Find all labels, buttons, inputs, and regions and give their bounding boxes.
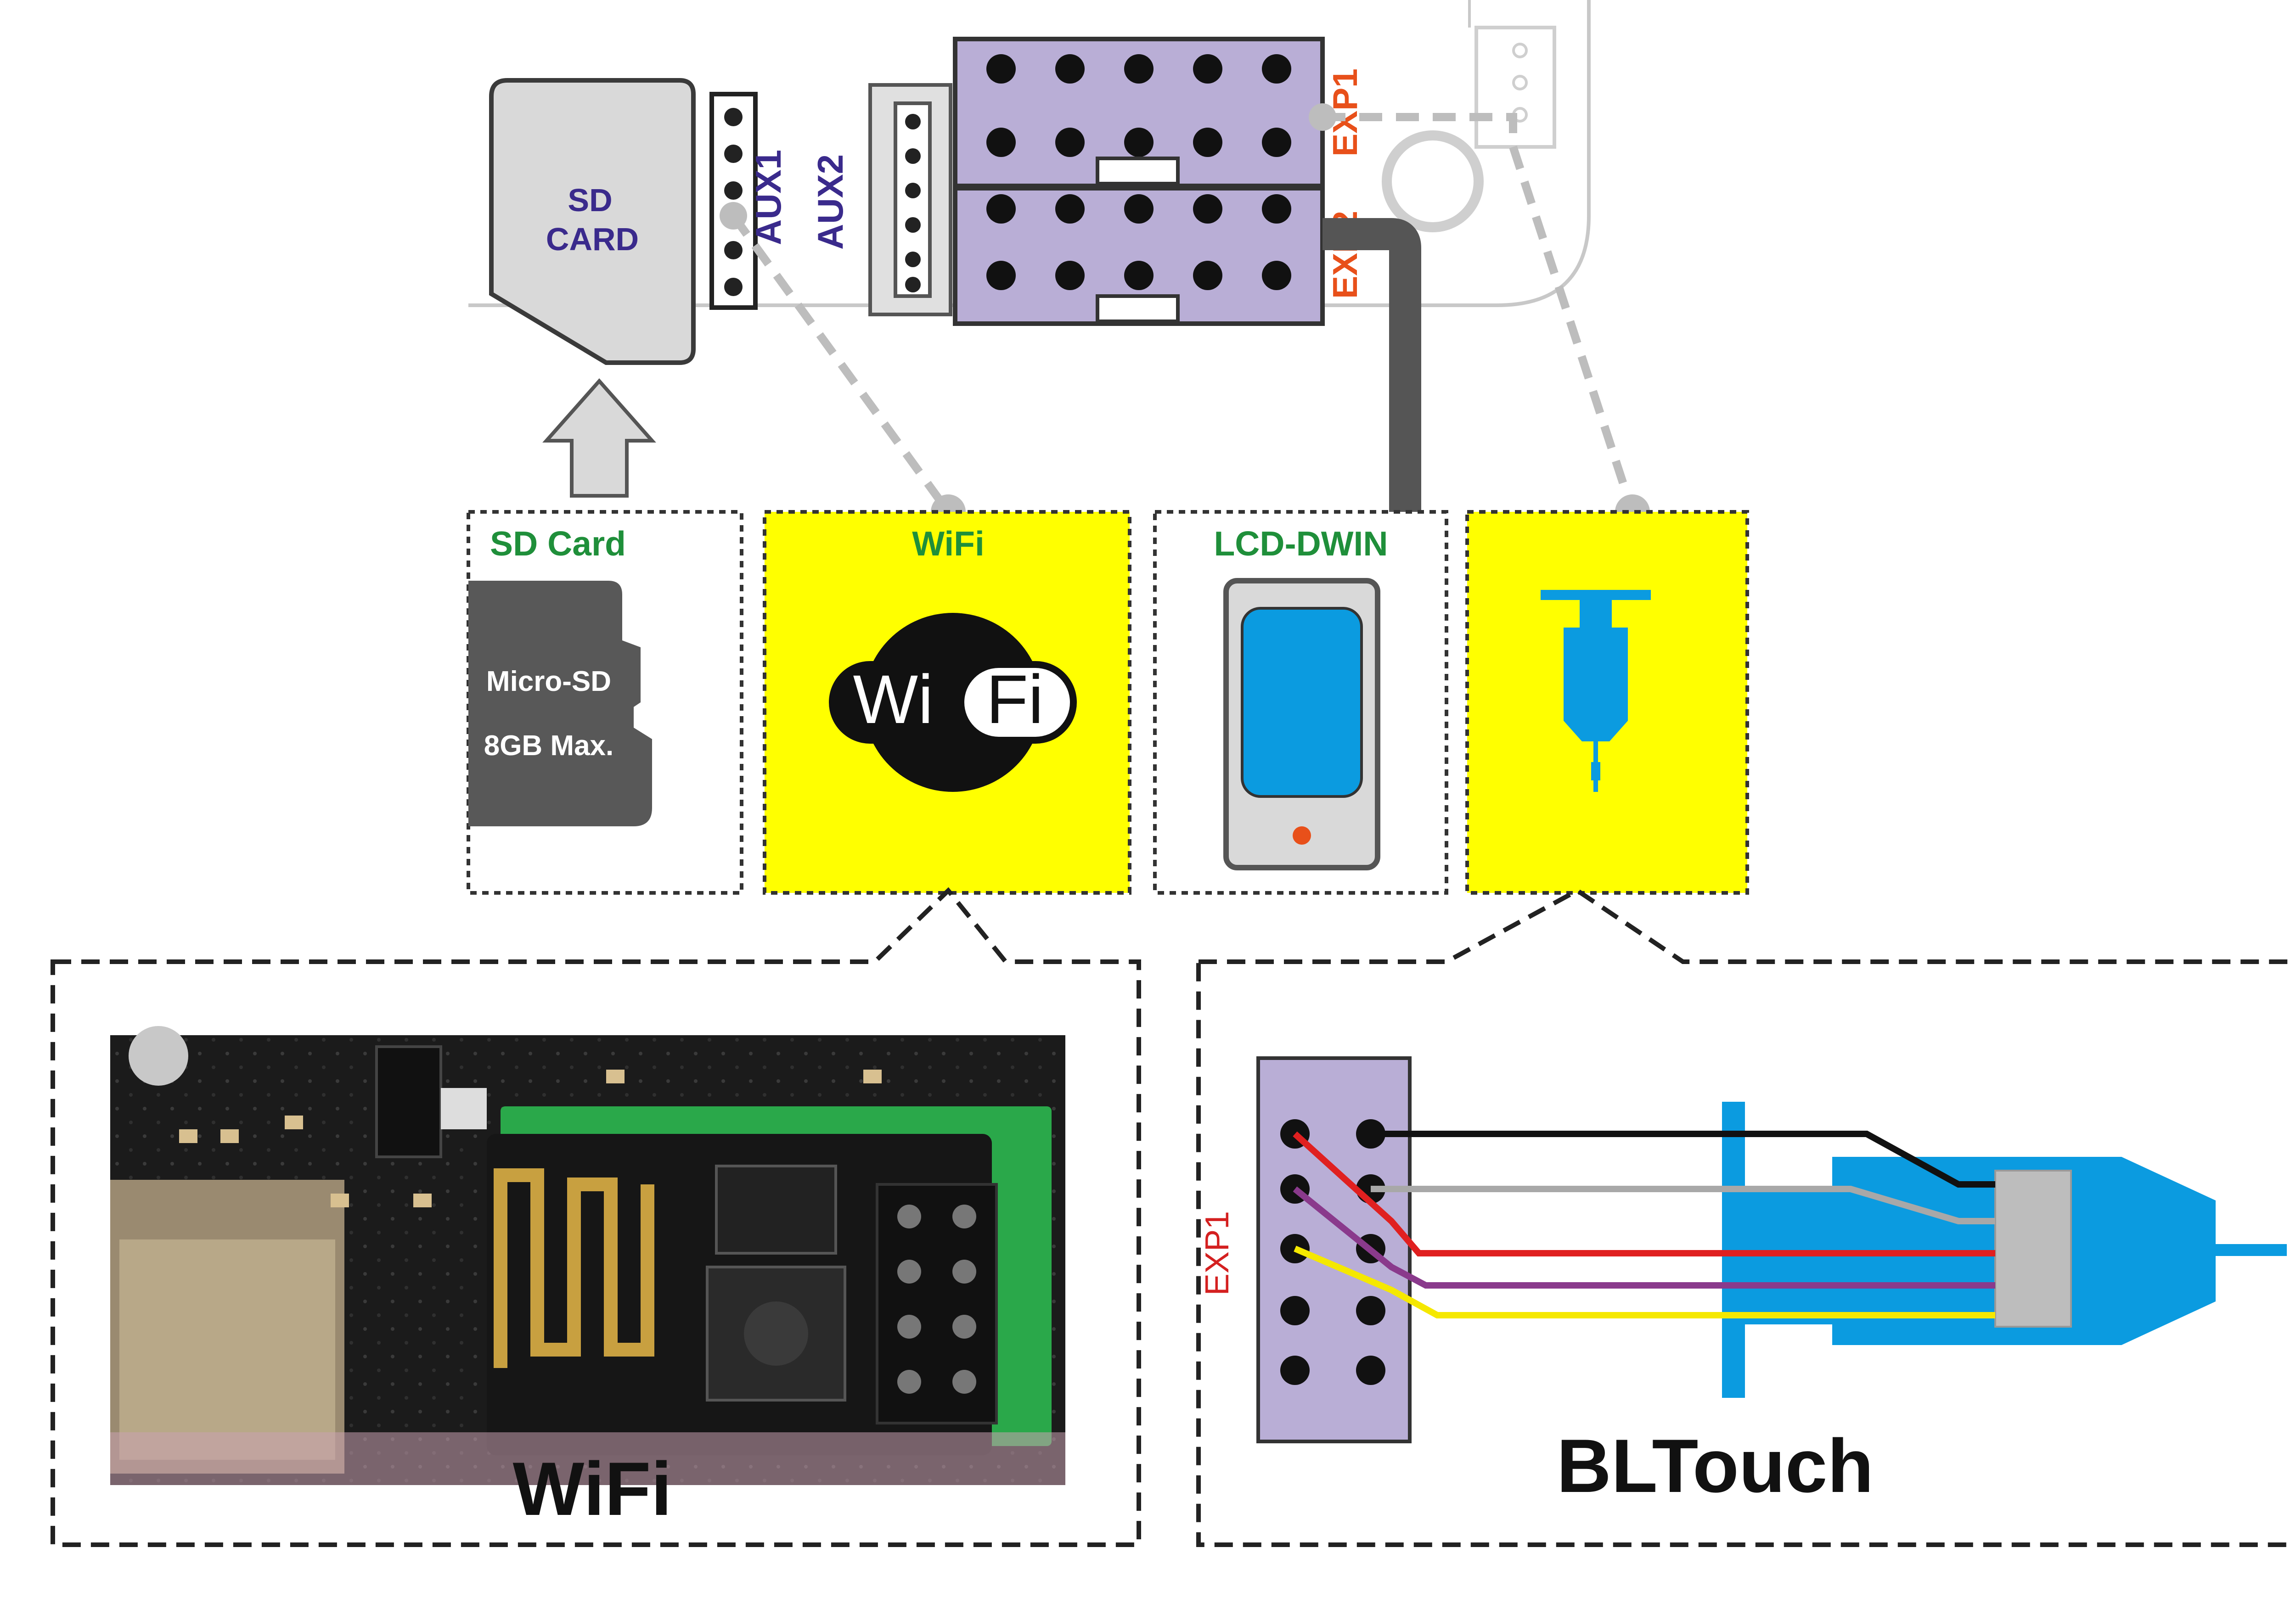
board-sd-label-line1: SD [568, 182, 612, 218]
bltouch-callout-caption: BLTouch [1557, 1424, 1874, 1508]
lcd-module-title: LCD-DWIN [1214, 524, 1388, 563]
bltouch-exp1-label: EXP1 [1199, 1211, 1236, 1295]
micro-sd-text-line2: 8GB Max. [484, 730, 614, 762]
leader-aux1-dot [720, 202, 747, 230]
bltouch-connector-plug [1994, 1170, 2072, 1328]
leader-aux1-to-wifi [730, 213, 952, 515]
capacitor-icon [129, 1026, 188, 1086]
leader-exp1-dot [1309, 103, 1336, 131]
module-bltouch [1465, 510, 1749, 895]
wifi-module-title: WiFi [912, 524, 985, 563]
board-mounting-hole [1382, 130, 1484, 232]
bltouch-wiring: EXP1 [1199, 1056, 2287, 1443]
wire-gray [1371, 1186, 1995, 1224]
sd-insert-arrow [542, 378, 656, 498]
sd-card-title: SD Card [490, 524, 626, 563]
lcd-ribbon-cable [1322, 218, 1421, 512]
wifi-logo-left: Wi [853, 661, 934, 738]
board-outline [468, 0, 1591, 307]
wifi-callout-caption: WiFi [513, 1447, 672, 1531]
module-sd-card: SD Card Micro-SD 8GB Max. [467, 510, 743, 895]
aux1-label: AUX1 [748, 150, 788, 245]
board-sd-slot: SD CARD [489, 78, 696, 365]
aux2-header: AUX2 [810, 83, 952, 316]
aux1-header: AUX1 [709, 92, 788, 310]
lcd-screen-icon [1223, 578, 1380, 870]
module-lcd-dwin: LCD-DWIN [1153, 510, 1448, 895]
aux2-label: AUX2 [810, 154, 850, 250]
pcb-antenna-icon [494, 1168, 654, 1368]
wifi-callout-box [51, 887, 1141, 1547]
micro-sd-card-icon [468, 581, 652, 826]
bltouch-callout-box [1196, 888, 2296, 1547]
exp1-connector: EXP1 [953, 37, 1364, 188]
wifi-logo-icon: Wi Fi [829, 613, 1077, 792]
leader-exp1-to-bltouch [1322, 113, 1637, 513]
module-wifi: WiFi Wi Fi [763, 510, 1131, 895]
exp2-connector: EXP2 [953, 186, 1364, 326]
bltouch-probe-pin [2216, 1244, 2287, 1256]
micro-sd-text-line1: Micro-SD [486, 666, 611, 697]
bltouch-probe-icon [1541, 590, 1651, 792]
board-sd-label-line2: CARD [546, 221, 639, 257]
wire-black [1371, 1131, 1995, 1188]
wire-purple [1293, 1186, 1995, 1289]
wire-yellow [1294, 1245, 1995, 1318]
wifi-logo-right: Fi [986, 661, 1044, 738]
esp8266-wifi-photo [110, 1026, 1065, 1485]
wire-red [1293, 1131, 1995, 1256]
